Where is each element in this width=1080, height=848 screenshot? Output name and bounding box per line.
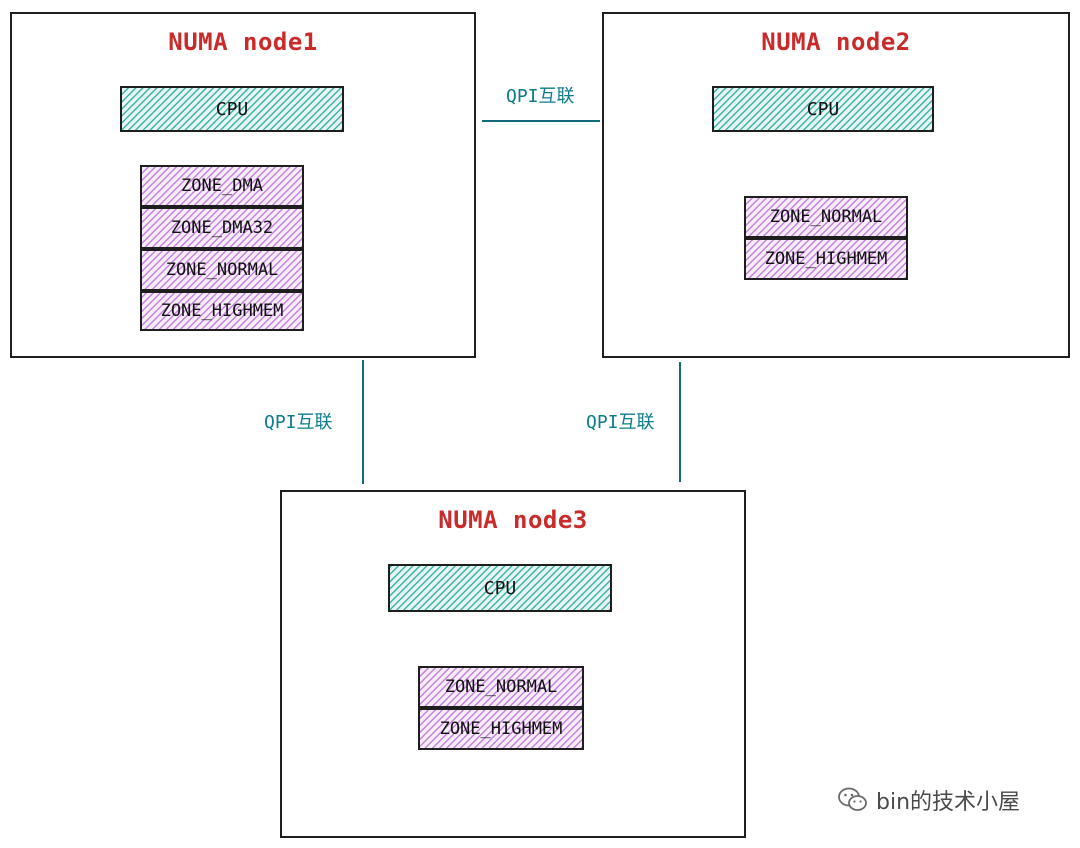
numa-node-3: NUMA node3 CPU ZONE_NORMAL ZONE_HIGHMEM: [280, 490, 746, 838]
zone-label: ZONE_DMA: [181, 176, 263, 196]
qpi-link-label: QPI互联: [264, 412, 333, 433]
qpi-link-label: QPI互联: [506, 86, 575, 107]
cpu-box: CPU: [712, 86, 934, 132]
zone-box: ZONE_NORMAL: [140, 249, 304, 291]
cpu-label: CPU: [215, 98, 249, 120]
qpi-link-node2-node3: [679, 362, 681, 482]
zone-label: ZONE_NORMAL: [769, 207, 883, 227]
wechat-icon: [838, 787, 868, 813]
node-title: NUMA node1: [168, 28, 318, 56]
zone-label: ZONE_NORMAL: [165, 260, 279, 280]
cpu-label: CPU: [483, 577, 517, 599]
zone-box: ZONE_DMA: [140, 165, 304, 207]
numa-node-2: NUMA node2 CPU ZONE_NORMAL ZONE_HIGHMEM: [602, 12, 1070, 358]
zone-box: ZONE_NORMAL: [418, 666, 584, 708]
zone-label: ZONE_DMA32: [170, 218, 274, 238]
qpi-link-node1-node3: [362, 360, 364, 484]
qpi-link-node1-node2: [482, 120, 600, 122]
zone-box: ZONE_HIGHMEM: [140, 291, 304, 331]
watermark-text: bin的技术小屋: [876, 790, 1021, 815]
zone-box: ZONE_DMA32: [140, 207, 304, 249]
zone-box: ZONE_HIGHMEM: [418, 708, 584, 750]
zone-label: ZONE_HIGHMEM: [160, 301, 284, 321]
cpu-label: CPU: [806, 98, 840, 120]
watermark: bin的技术小屋: [838, 784, 1020, 816]
zone-label: ZONE_HIGHMEM: [439, 719, 563, 739]
zone-label: ZONE_NORMAL: [444, 677, 558, 697]
cpu-box: CPU: [120, 86, 344, 132]
zone-box: ZONE_NORMAL: [744, 196, 908, 238]
zone-box: ZONE_HIGHMEM: [744, 238, 908, 280]
qpi-link-label: QPI互联: [586, 412, 655, 433]
cpu-box: CPU: [388, 564, 612, 612]
node-title: NUMA node3: [438, 506, 588, 534]
zone-label: ZONE_HIGHMEM: [764, 249, 888, 269]
numa-node-1: NUMA node1 CPU ZONE_DMA ZONE_DMA32 ZONE_…: [10, 12, 476, 358]
node-title: NUMA node2: [761, 28, 911, 56]
